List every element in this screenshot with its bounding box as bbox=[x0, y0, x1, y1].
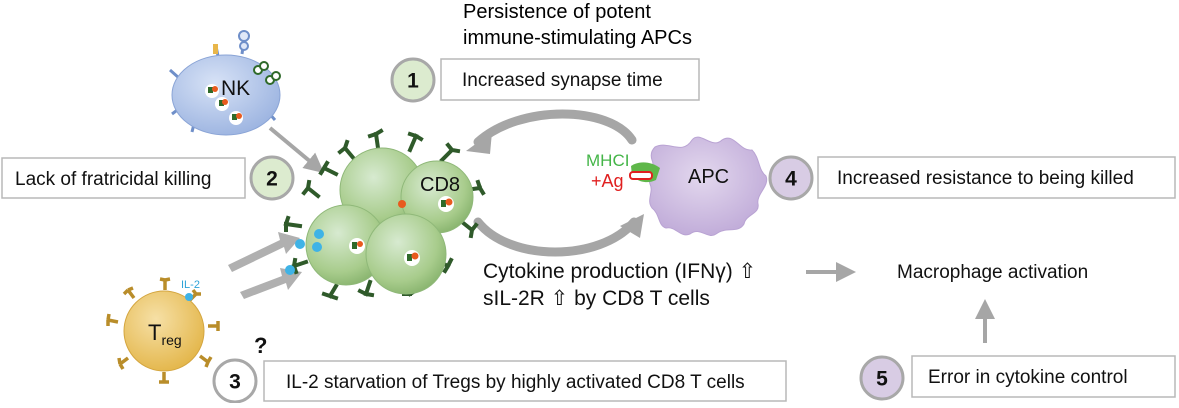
step-5-box bbox=[911, 355, 1176, 398]
step-2-number: 2 bbox=[266, 168, 278, 191]
treg-label: Treg bbox=[148, 320, 182, 348]
macrophage-activation-text: Macrophage activation bbox=[897, 262, 1088, 283]
il2-label: IL-2 bbox=[181, 279, 200, 291]
step-1-box bbox=[440, 58, 700, 101]
cycle-arrow-bottom-head bbox=[620, 214, 644, 238]
cd8-label: CD8 bbox=[420, 174, 460, 196]
title-line-2: immune-stimulating APCs bbox=[463, 27, 692, 49]
cycle-arrow-top bbox=[473, 109, 637, 147]
nk-to-cd8-arrow bbox=[268, 126, 325, 174]
treg-body bbox=[123, 290, 205, 372]
step-4: Increased resistance to being killed 4 bbox=[768, 155, 1176, 201]
step-2-badge bbox=[249, 155, 295, 201]
il2-dot-treg bbox=[185, 293, 193, 301]
treg-receptors bbox=[106, 277, 220, 384]
step-5-number: 5 bbox=[876, 368, 888, 391]
cycle-arrow-top-head bbox=[466, 132, 492, 154]
treg-cell: Treg IL-2 bbox=[106, 277, 220, 384]
cytokine-text-line-1: Cytokine production (IFNγ) ⇧ bbox=[483, 260, 756, 283]
step-4-box bbox=[817, 156, 1176, 199]
nk-label: NK bbox=[221, 77, 250, 100]
treg-to-cd8-arrow-2 bbox=[240, 268, 302, 299]
treg-to-cd8-arrow-1 bbox=[228, 232, 300, 272]
step-4-badge bbox=[768, 155, 814, 201]
step-5-badge bbox=[859, 355, 905, 401]
step-1: Increased synapse time 1 bbox=[390, 57, 700, 103]
il2-dots bbox=[285, 229, 324, 275]
step-3-box bbox=[263, 360, 787, 402]
nk-body bbox=[171, 54, 281, 136]
nk-receptor-complex bbox=[253, 61, 281, 85]
step-4-number: 4 bbox=[785, 168, 797, 191]
cd8-cluster: CD8 bbox=[283, 128, 486, 301]
nk-granules bbox=[205, 84, 243, 125]
step-2-label: Lack of fratricidal killing bbox=[15, 169, 211, 190]
cd8-receptors bbox=[283, 128, 486, 301]
nk-ligand-3 bbox=[213, 44, 218, 54]
apc-cell: APC MHCI +Ag bbox=[586, 136, 768, 236]
step-5: Error in cytokine control 5 bbox=[859, 355, 1176, 401]
step-4-label: Increased resistance to being killed bbox=[837, 168, 1134, 189]
antigen-label: +Ag bbox=[591, 171, 624, 191]
apc-label: APC bbox=[688, 166, 729, 188]
nk-ligand-1 bbox=[238, 30, 250, 42]
mhc-label: MHCI bbox=[586, 151, 629, 170]
cycle-arrow-bottom bbox=[473, 217, 639, 257]
apc-body bbox=[648, 136, 768, 236]
nk-ligand-2 bbox=[239, 41, 249, 51]
step-3-label: IL-2 starvation of Tregs by highly activ… bbox=[286, 372, 745, 393]
title-line-1: Persistence of potent bbox=[463, 1, 651, 23]
question-mark: ? bbox=[254, 333, 267, 358]
step-2-box bbox=[1, 157, 246, 199]
nk-cell: NK bbox=[169, 30, 281, 136]
step-1-label: Increased synapse time bbox=[462, 70, 663, 91]
cd8-granules bbox=[349, 196, 454, 266]
step-1-badge bbox=[390, 57, 436, 103]
step-3-badge bbox=[212, 358, 258, 404]
cytokine-text-line-2: sIL-2R ⇧ by CD8 T cells bbox=[483, 287, 710, 310]
step-1-number: 1 bbox=[407, 70, 419, 93]
antigen-peptide bbox=[629, 171, 653, 180]
step-5-label: Error in cytokine control bbox=[928, 367, 1128, 388]
step-3: IL-2 starvation of Tregs by highly activ… bbox=[212, 358, 787, 404]
step-2: Lack of fratricidal killing 2 bbox=[1, 155, 295, 201]
step-3-number: 3 bbox=[229, 371, 241, 394]
